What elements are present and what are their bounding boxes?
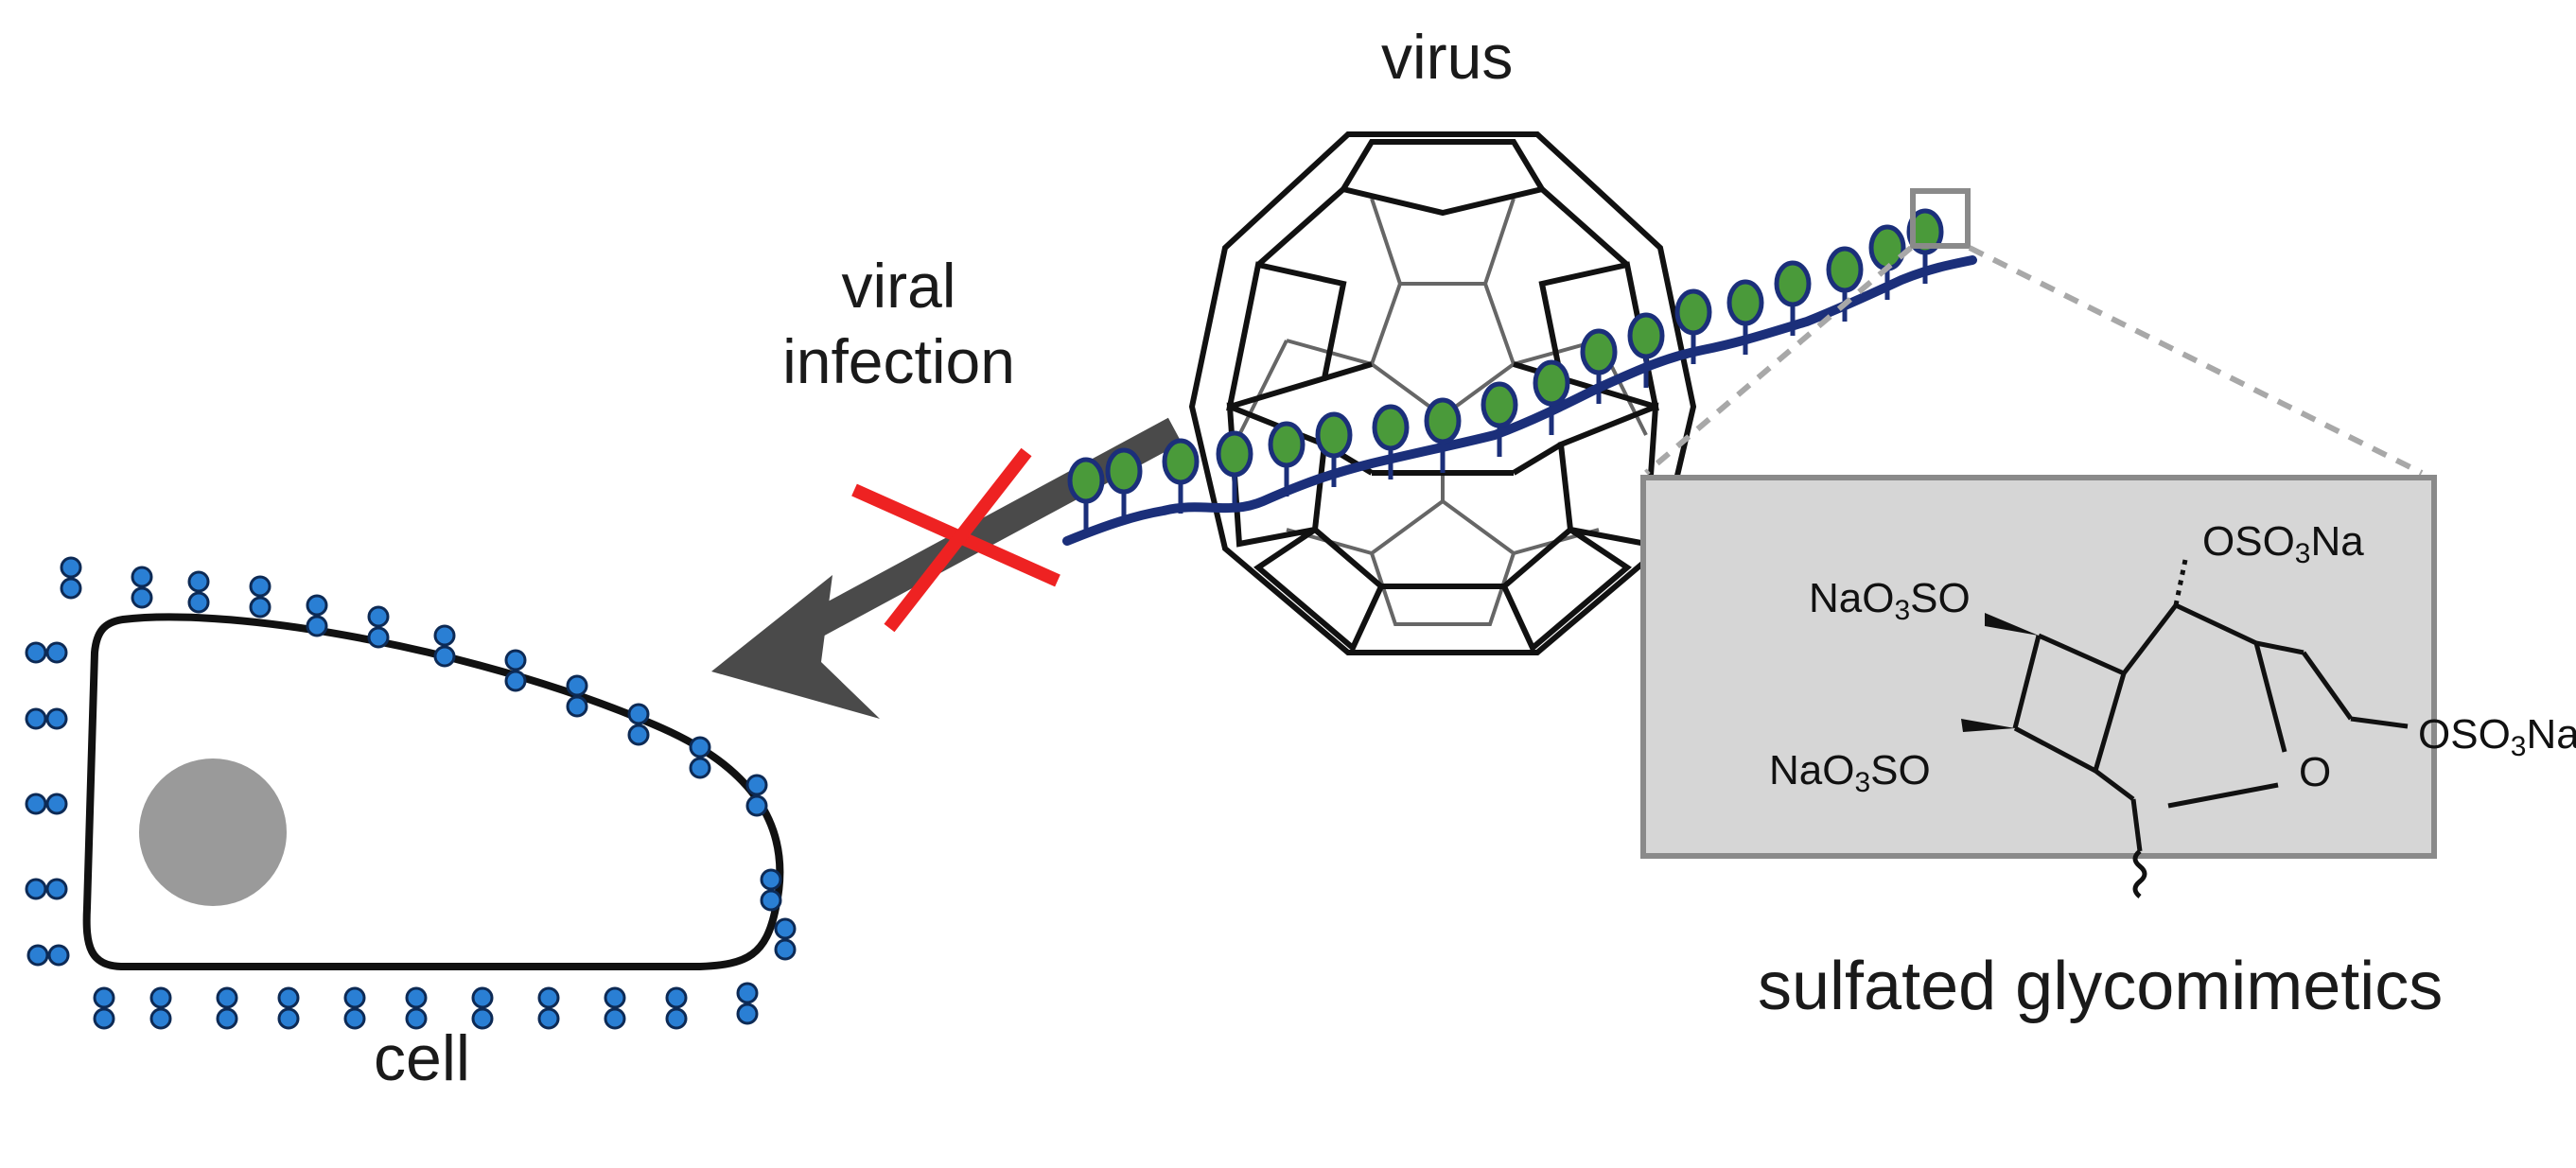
zoom-box bbox=[1910, 188, 1971, 249]
receptor-icon bbox=[774, 917, 797, 961]
cell-nucleus bbox=[139, 758, 287, 906]
receptor-icon bbox=[665, 986, 688, 1030]
cell-surface-receptors bbox=[25, 556, 797, 1030]
receptor-icon bbox=[149, 986, 172, 1030]
receptor-icon bbox=[277, 986, 300, 1030]
receptor-icon bbox=[249, 575, 272, 619]
sugar-unit-icon bbox=[1533, 359, 1570, 435]
receptor-icon bbox=[405, 986, 428, 1030]
receptor-icon bbox=[566, 674, 588, 718]
sugar-unit-icon bbox=[1826, 246, 1864, 322]
receptor-icon bbox=[131, 566, 153, 609]
red-x-icon bbox=[851, 447, 1060, 633]
sugar-unit-icon bbox=[1424, 397, 1462, 473]
sugar-unit-icon bbox=[1105, 447, 1143, 523]
receptor-icon bbox=[736, 982, 759, 1025]
wedge-bond-2 bbox=[1961, 719, 2015, 732]
receptor-icon bbox=[216, 986, 238, 1030]
receptor-icon bbox=[760, 868, 782, 912]
chem-right-substituent: OSO3Na bbox=[2418, 711, 2576, 762]
sugar-unit-icon bbox=[1774, 260, 1812, 336]
glycomimetic-polymer bbox=[1062, 208, 1977, 546]
sugar-unit-icon bbox=[1868, 224, 1906, 300]
receptor-icon bbox=[25, 707, 68, 730]
viral-infection-line2: infection bbox=[782, 326, 1015, 396]
sugar-unit-icon bbox=[1216, 430, 1253, 506]
sugar-unit-icon bbox=[1481, 381, 1518, 457]
receptor-icon bbox=[627, 703, 650, 746]
sulfated-sugar-units bbox=[1067, 208, 1944, 532]
zoom-guide-right bbox=[1968, 245, 2424, 476]
sugar-unit-icon bbox=[1726, 279, 1764, 355]
receptor-icon bbox=[433, 624, 456, 668]
sugar-unit-icon bbox=[1067, 457, 1105, 532]
receptor-icon bbox=[25, 793, 68, 815]
receptor-icon bbox=[26, 944, 70, 967]
sugar-unit-icon bbox=[1315, 411, 1353, 487]
infection-arrow-icon bbox=[711, 417, 1183, 719]
receptor-icon bbox=[60, 556, 82, 600]
sugar-unit-icon bbox=[1268, 421, 1306, 497]
chem-left-substituent-1: NaO3SO bbox=[1809, 575, 1971, 626]
glycomimetics-label: sulfated glycomimetics bbox=[1758, 949, 2444, 1024]
chem-left-substituent-2: NaO3SO bbox=[1769, 747, 1931, 798]
receptor-icon bbox=[689, 736, 711, 779]
receptor-icon bbox=[504, 649, 527, 692]
viral-infection-label: viral infection bbox=[700, 248, 1097, 399]
chem-top-substituent: OSO3Na bbox=[2202, 518, 2364, 569]
receptor-icon bbox=[25, 878, 68, 900]
receptor-icon bbox=[25, 641, 68, 664]
receptor-icon bbox=[187, 570, 210, 614]
viral-infection-line1: viral bbox=[841, 251, 956, 321]
receptor-icon bbox=[343, 986, 366, 1030]
sugar-ring-structure bbox=[2012, 559, 2409, 898]
cell bbox=[25, 556, 797, 1030]
polymer-backbone bbox=[1062, 255, 1977, 546]
icosahedral-capsid-icon bbox=[1188, 131, 1697, 655]
chem-ring-oxygen: O bbox=[2299, 749, 2332, 795]
virus-label: virus bbox=[1381, 22, 1514, 92]
receptor-icon bbox=[604, 986, 626, 1030]
zoom-guide-left bbox=[1644, 245, 1913, 476]
sugar-unit-icon bbox=[1580, 328, 1618, 404]
sugar-unit-icon bbox=[1627, 312, 1665, 388]
receptor-icon bbox=[745, 774, 768, 817]
receptor-icon bbox=[306, 594, 328, 637]
receptor-icon bbox=[93, 986, 115, 1030]
receptor-icon bbox=[367, 605, 390, 649]
receptor-icon bbox=[471, 986, 494, 1030]
sugar-unit-icon bbox=[1372, 404, 1410, 479]
sugar-unit-icon bbox=[1906, 208, 1944, 284]
glycomimetic-structure-panel bbox=[1640, 475, 2437, 859]
receptor-icon bbox=[537, 986, 560, 1030]
sugar-unit-icon bbox=[1674, 288, 1712, 364]
wedge-bond-1 bbox=[1985, 613, 2039, 636]
sugar-unit-icon bbox=[1162, 438, 1200, 514]
cell-label: cell bbox=[374, 1022, 471, 1094]
